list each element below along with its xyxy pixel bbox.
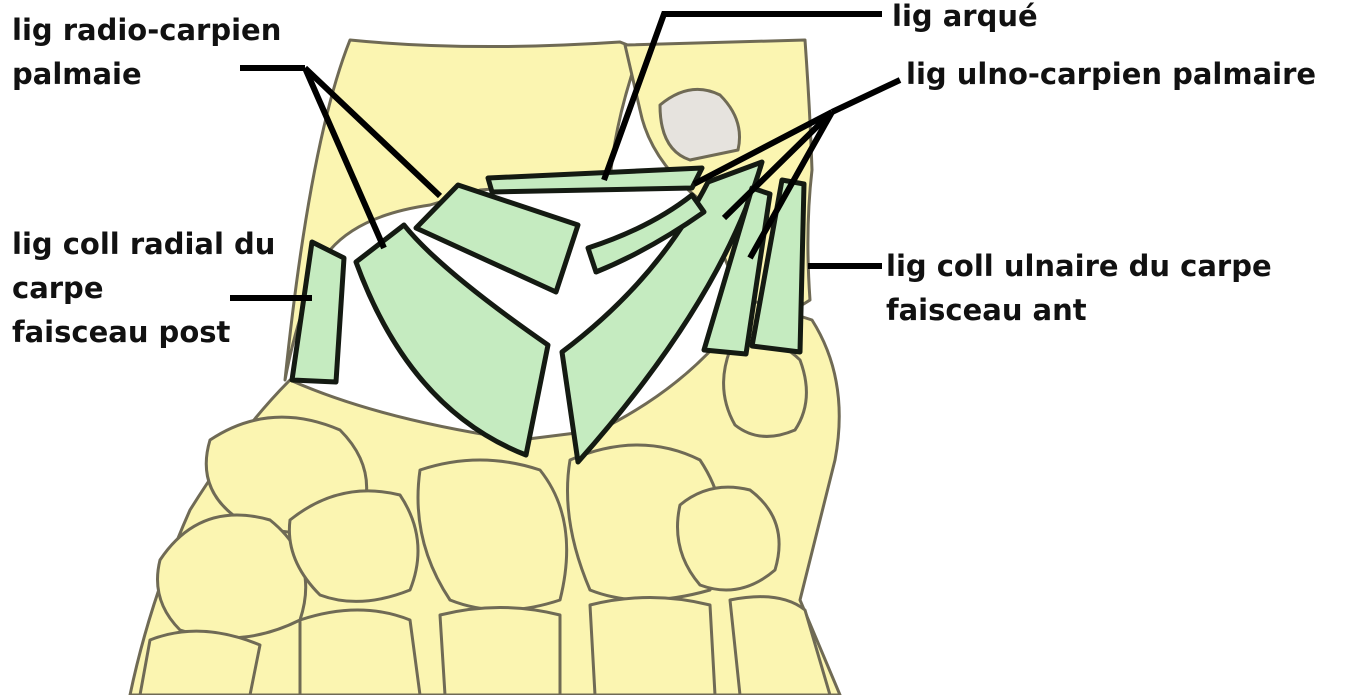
label-radio-carpien: lig radio-carpien palmaie: [12, 8, 281, 96]
metacarpal-4: [590, 598, 715, 696]
label-coll-ulnaire: lig coll ulnaire du carpe faisceau ant: [886, 244, 1272, 332]
metacarpal-5: [730, 597, 830, 695]
label-radio-carpien-line2: palmaie: [12, 52, 281, 96]
label-radio-carpien-line1: lig radio-carpien: [12, 8, 281, 52]
label-coll-radial: lig coll radial du carpe faisceau post: [12, 222, 275, 354]
label-coll-ulnaire-line2: faisceau ant: [886, 288, 1272, 332]
label-ulno-carpien-text: lig ulno-carpien palmaire: [906, 52, 1316, 96]
label-arque: lig arqué: [892, 0, 1038, 38]
label-arque-text: lig arqué: [892, 0, 1038, 38]
pisiform-bone: [724, 342, 807, 436]
label-coll-radial-line3: faisceau post: [12, 310, 275, 354]
leader-ulno-carpien-horizontal: [832, 80, 900, 112]
metacarpal-3: [440, 608, 560, 696]
label-coll-radial-line1: lig coll radial du: [12, 222, 275, 266]
label-coll-ulnaire-line1: lig coll ulnaire du carpe: [886, 244, 1272, 288]
label-coll-radial-line2: carpe: [12, 266, 275, 310]
label-ulno-carpien: lig ulno-carpien palmaire: [906, 52, 1316, 96]
hook-of-hamate: [678, 487, 780, 590]
metacarpal-2: [300, 610, 420, 695]
metacarpal-1: [140, 631, 260, 695]
